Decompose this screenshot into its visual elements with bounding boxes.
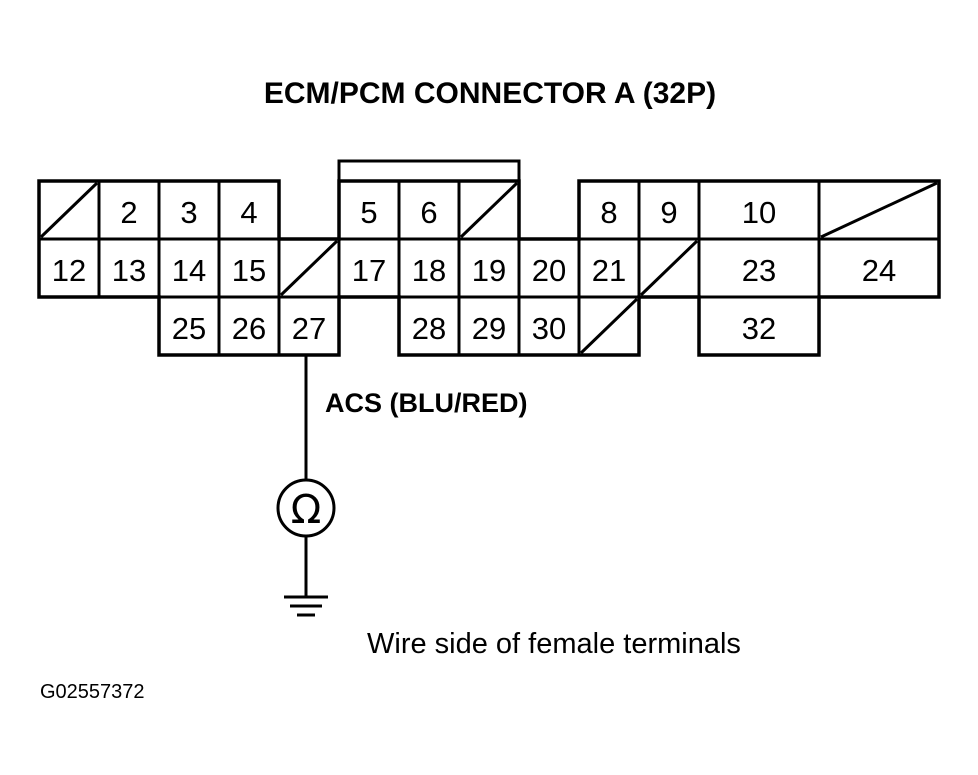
terminal-label: 3 xyxy=(180,195,197,230)
terminal-label: 2 xyxy=(120,195,137,230)
terminal-label: 19 xyxy=(472,253,506,288)
terminal-label: 24 xyxy=(862,253,896,288)
terminal-label: 17 xyxy=(352,253,386,288)
empty-slash xyxy=(820,181,938,239)
terminal-label: 28 xyxy=(412,311,446,346)
empty-slash xyxy=(39,181,99,239)
empty-slash xyxy=(579,297,639,355)
terminal-label: 27 xyxy=(292,311,326,346)
terminal-label: 29 xyxy=(472,311,506,346)
terminal-label: 14 xyxy=(172,253,206,288)
terminal-label: 15 xyxy=(232,253,266,288)
terminal-label: 30 xyxy=(532,311,566,346)
terminal-label: 18 xyxy=(412,253,446,288)
ground-icon xyxy=(284,595,328,617)
terminal-label: 13 xyxy=(112,253,146,288)
view-caption: Wire side of female terminals xyxy=(367,628,741,660)
terminal-label: 4 xyxy=(240,195,257,230)
terminal-label: 23 xyxy=(742,253,776,288)
terminal-label: 10 xyxy=(742,195,776,230)
terminal-label: 5 xyxy=(360,195,377,230)
empty-slash xyxy=(279,239,339,297)
empty-slash xyxy=(639,239,699,297)
terminal-label: 25 xyxy=(172,311,206,346)
wire-color-label: ACS (BLU/RED) xyxy=(325,388,528,418)
terminal-label: 26 xyxy=(232,311,266,346)
terminal-label: 21 xyxy=(592,253,626,288)
figure-id: G02557372 xyxy=(40,681,145,703)
connector-outline xyxy=(37,179,941,357)
terminal-label: 6 xyxy=(420,195,437,230)
ohm-symbol: Ω xyxy=(291,487,322,533)
terminal-label: 32 xyxy=(742,311,776,346)
row-1 xyxy=(37,179,941,241)
terminal-label: 9 xyxy=(660,195,677,230)
terminal-numbers: 2 3 4 5 6 8 9 10 12 13 14 15 17 18 19 20… xyxy=(52,195,896,346)
connector-lock-tab xyxy=(337,159,521,183)
terminal-label: 12 xyxy=(52,253,86,288)
diagram-title: ECM/PCM CONNECTOR A (32P) xyxy=(264,77,716,110)
terminal-label: 8 xyxy=(600,195,617,230)
terminal-label: 20 xyxy=(532,253,566,288)
empty-slash xyxy=(459,181,519,239)
